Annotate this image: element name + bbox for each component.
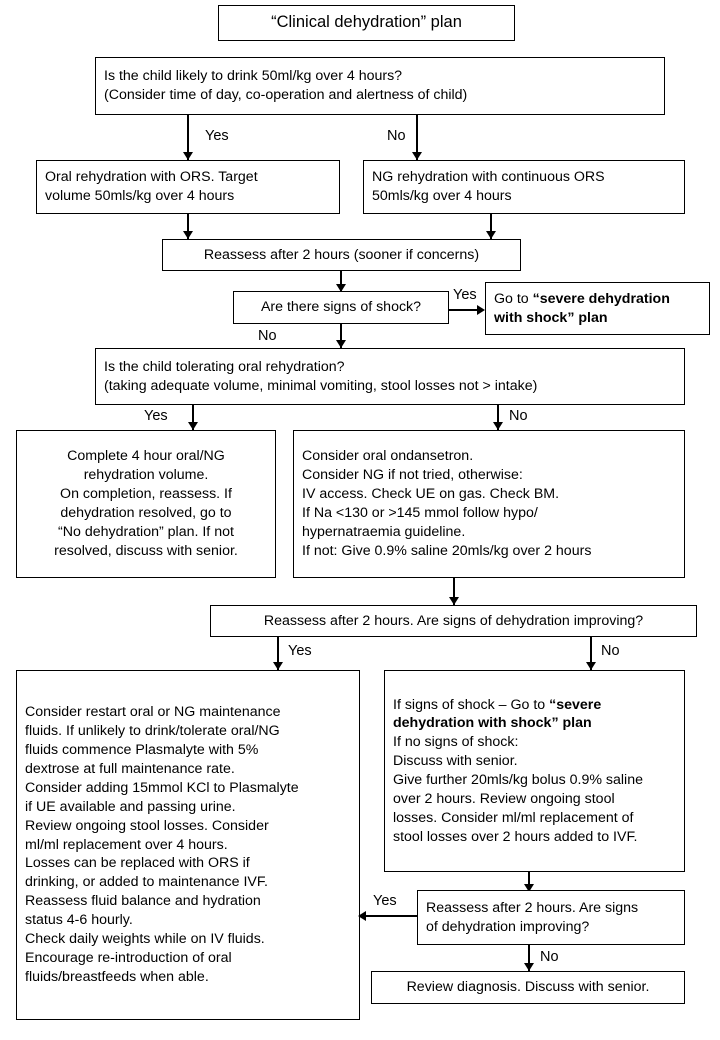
action-reassess-2-hours-text: Reassess after 2 hours (sooner if concer… bbox=[203, 246, 480, 263]
shock-branch-rest: If no signs of shock: Discuss with senio… bbox=[393, 734, 643, 845]
edge-label-tolerating-yes: Yes bbox=[144, 408, 168, 424]
question-tolerating-text: Is the child tolerating oral rehydration… bbox=[104, 358, 538, 394]
edge-shock-yes bbox=[449, 309, 478, 311]
edge-improving1-no-arrowhead bbox=[586, 662, 596, 670]
action-shock-branch-text: If signs of shock – Go to “severe dehydr… bbox=[393, 696, 676, 847]
edge-oral-to-reassess-arrowhead bbox=[183, 231, 193, 239]
edge-improving2-yes bbox=[365, 915, 417, 917]
edge-shockbranch-to-reassess2 bbox=[528, 872, 530, 890]
action-consider-ondansetron: Consider oral ondansetron. Consider NG i… bbox=[293, 430, 685, 578]
question-signs-of-shock: Are there signs of shock? bbox=[233, 291, 449, 324]
edge-improving1-no bbox=[590, 637, 592, 670]
action-ng-rehydration-text: NG rehydration with continuous ORS 50mls… bbox=[372, 169, 605, 204]
edge-improving2-no-arrowhead bbox=[524, 963, 534, 971]
edge-tolerating-no-arrowhead bbox=[493, 422, 503, 430]
action-reassess-2-hours: Reassess after 2 hours (sooner if concer… bbox=[162, 239, 521, 271]
goto-severe-prefix: Go to bbox=[494, 290, 533, 307]
edge-improving2-no bbox=[528, 945, 530, 971]
action-ng-rehydration: NG rehydration with continuous ORS 50mls… bbox=[363, 160, 685, 214]
action-goto-severe-plan-text: Go to “severe dehydration with shock” pl… bbox=[494, 290, 701, 328]
edge-drink-yes bbox=[187, 115, 189, 160]
edge-label-improving2-yes: Yes bbox=[373, 893, 397, 909]
chart-title-text: “Clinical dehydration” plan bbox=[271, 13, 462, 32]
edge-label-improving1-no: No bbox=[601, 643, 620, 659]
edge-improving2-yes-arrowhead bbox=[358, 911, 366, 921]
edge-label-drink-yes: Yes bbox=[205, 128, 229, 144]
action-maintenance-plan-text: Consider restart oral or NG maintenance … bbox=[25, 704, 299, 985]
edge-ondansetron-to-reassess bbox=[453, 578, 455, 605]
edge-ng-to-reassess bbox=[490, 214, 492, 239]
edge-shock-no-arrowhead bbox=[336, 340, 346, 348]
edge-tolerating-yes bbox=[192, 405, 194, 430]
edge-drink-no bbox=[416, 115, 418, 160]
edge-reassess-to-shock-arrowhead bbox=[336, 284, 346, 292]
edge-reassess-to-shock bbox=[340, 271, 342, 291]
edge-shock-yes-arrowhead bbox=[477, 305, 485, 315]
question-reassess-improving-1: Reassess after 2 hours. Are signs of deh… bbox=[210, 605, 697, 637]
question-signs-of-shock-text: Are there signs of shock? bbox=[260, 299, 422, 316]
edge-label-tolerating-no: No bbox=[509, 408, 528, 424]
question-reassess-improving-2: Reassess after 2 hours. Are signs of deh… bbox=[417, 890, 685, 945]
edge-tolerating-yes-arrowhead bbox=[188, 422, 198, 430]
question-likely-to-drink: Is the child likely to drink 50ml/kg ove… bbox=[95, 57, 665, 115]
edge-improving1-yes-arrowhead bbox=[273, 662, 283, 670]
question-tolerating-oral-rehydration: Is the child tolerating oral rehydration… bbox=[95, 348, 685, 405]
action-consider-ondansetron-text: Consider oral ondansetron. Consider NG i… bbox=[302, 448, 592, 559]
action-review-diagnosis-text: Review diagnosis. Discuss with senior. bbox=[406, 979, 650, 996]
goto-severe-bold: “severe dehydration with shock” plan bbox=[494, 290, 670, 326]
action-maintenance-plan: Consider restart oral or NG maintenance … bbox=[16, 670, 360, 1020]
edge-label-improving2-no: No bbox=[540, 949, 559, 965]
edge-label-improving1-yes: Yes bbox=[288, 643, 312, 659]
edge-improving1-yes bbox=[277, 637, 279, 670]
edge-drink-no-arrowhead bbox=[412, 152, 422, 160]
question-likely-to-drink-text: Is the child likely to drink 50ml/kg ove… bbox=[104, 68, 468, 103]
action-complete-4-hour-text: Complete 4 hour oral/NG rehydration volu… bbox=[54, 448, 238, 559]
shock-branch-bold: “severe dehydration with shock” plan bbox=[393, 696, 602, 732]
question-reassess-improving-1-text: Reassess after 2 hours. Are signs of deh… bbox=[263, 612, 644, 629]
edge-oral-to-reassess bbox=[187, 214, 189, 239]
action-oral-rehydration: Oral rehydration with ORS. Target volume… bbox=[36, 160, 340, 214]
chart-title-box: “Clinical dehydration” plan bbox=[218, 5, 515, 41]
action-shock-branch: If signs of shock – Go to “severe dehydr… bbox=[384, 670, 685, 872]
edge-label-drink-no: No bbox=[387, 128, 406, 144]
edge-ng-to-reassess-arrowhead bbox=[486, 231, 496, 239]
edge-shock-no bbox=[340, 324, 342, 348]
edge-drink-yes-arrowhead bbox=[183, 152, 193, 160]
edge-label-shock-no: No bbox=[258, 328, 277, 344]
edge-tolerating-no bbox=[497, 405, 499, 430]
action-oral-rehydration-text: Oral rehydration with ORS. Target volume… bbox=[45, 169, 258, 204]
question-reassess-improving-2-text: Reassess after 2 hours. Are signs of deh… bbox=[426, 899, 639, 935]
edge-shockbranch-to-reassess2-arrowhead bbox=[524, 884, 534, 892]
action-review-diagnosis: Review diagnosis. Discuss with senior. bbox=[371, 971, 685, 1004]
action-goto-severe-plan: Go to “severe dehydration with shock” pl… bbox=[485, 282, 710, 335]
edge-label-shock-yes: Yes bbox=[453, 287, 477, 303]
action-complete-4-hour-rehydration: Complete 4 hour oral/NG rehydration volu… bbox=[16, 430, 276, 578]
edge-ondansetron-to-reassess-arrowhead bbox=[449, 597, 459, 605]
shock-branch-prefix: If signs of shock – Go to bbox=[393, 696, 550, 713]
